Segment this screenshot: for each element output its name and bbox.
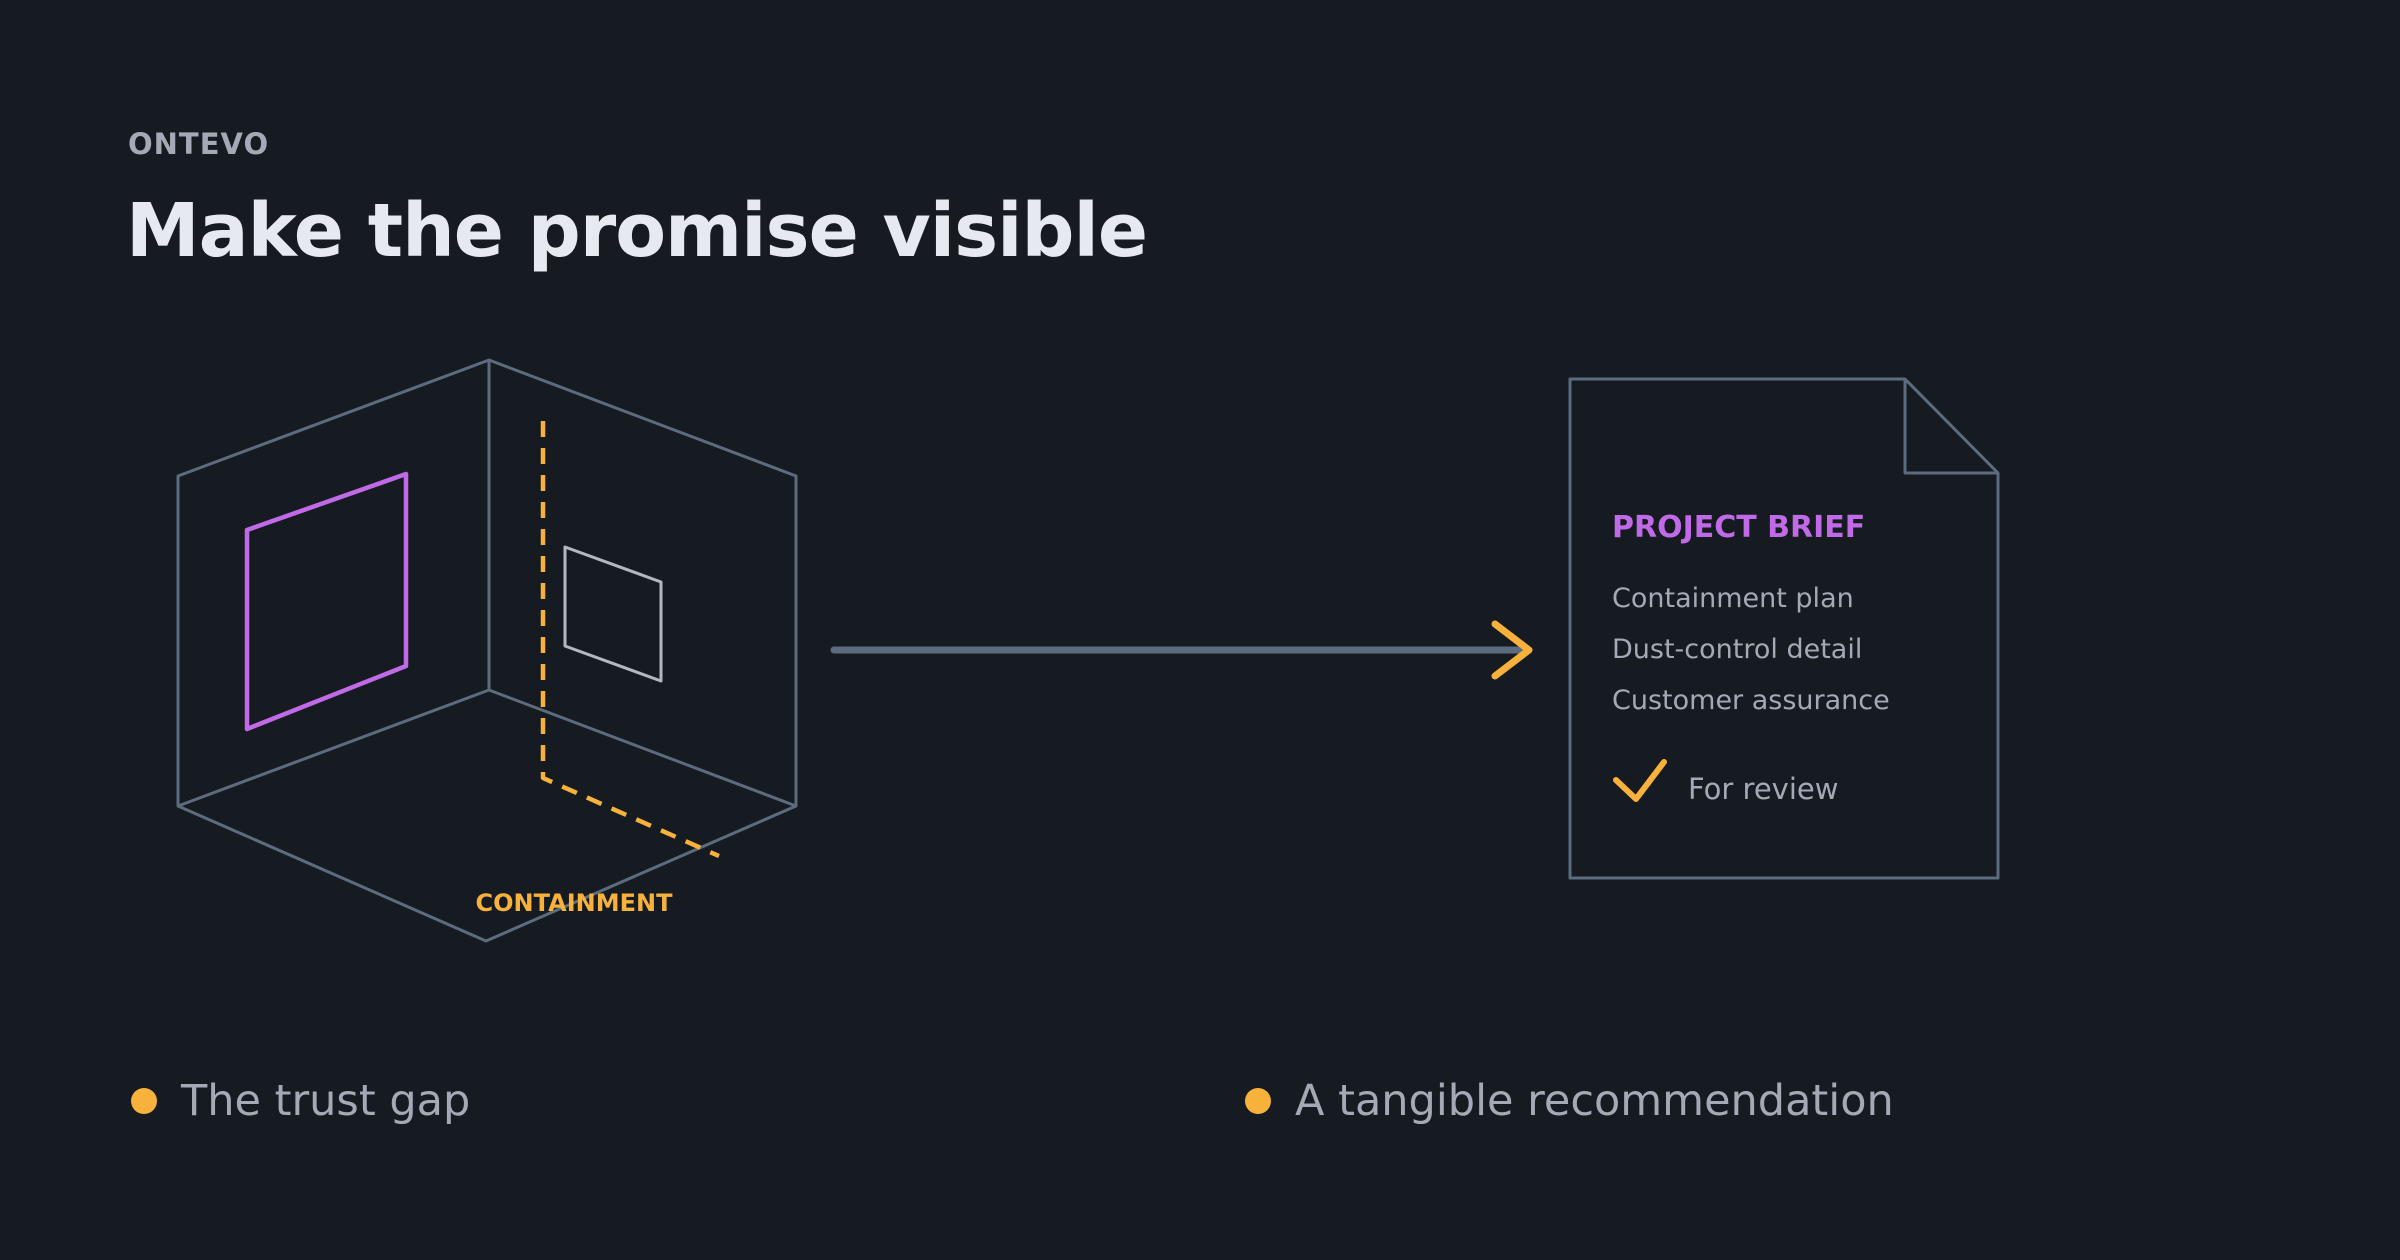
checkmark-icon [1613,759,1667,802]
transition-arrow [830,620,1533,680]
project-brief-document: PROJECT BRIEF Containment plan Dust-cont… [1568,377,2000,880]
caption-text: The trust gap [181,1076,471,1126]
brief-item-containment-plan: Containment plan [1612,583,1854,614]
document-outline [1568,377,2000,880]
brief-item-customer-assurance: Customer assurance [1612,685,1890,716]
arrow-head [1491,620,1533,680]
brand-name: ONTEVO [128,127,270,161]
caption-text: A tangible recommendation [1295,1076,1894,1126]
room-illustration [176,358,798,943]
room-floor-left-edge [177,688,490,808]
room-outline [176,358,798,943]
brief-item-dust-control: Dust-control detail [1612,634,1862,665]
document-fold [1903,379,1998,475]
containment-label: CONTAINMENT [476,889,674,917]
brief-status: For review [1688,772,1838,806]
bullet-dot [1245,1088,1271,1114]
containment-line [540,421,720,859]
room-floor-right-edge [488,688,797,808]
bullet-dot [131,1088,157,1114]
caption-trust-gap: The trust gap [131,1076,470,1126]
caption-recommendation: A tangible recommendation [1245,1076,1894,1126]
brief-title: PROJECT BRIEF [1612,510,1865,545]
left-wall-window [244,471,409,732]
right-wall-window [563,545,663,683]
page-title: Make the promise visible [126,188,1148,274]
